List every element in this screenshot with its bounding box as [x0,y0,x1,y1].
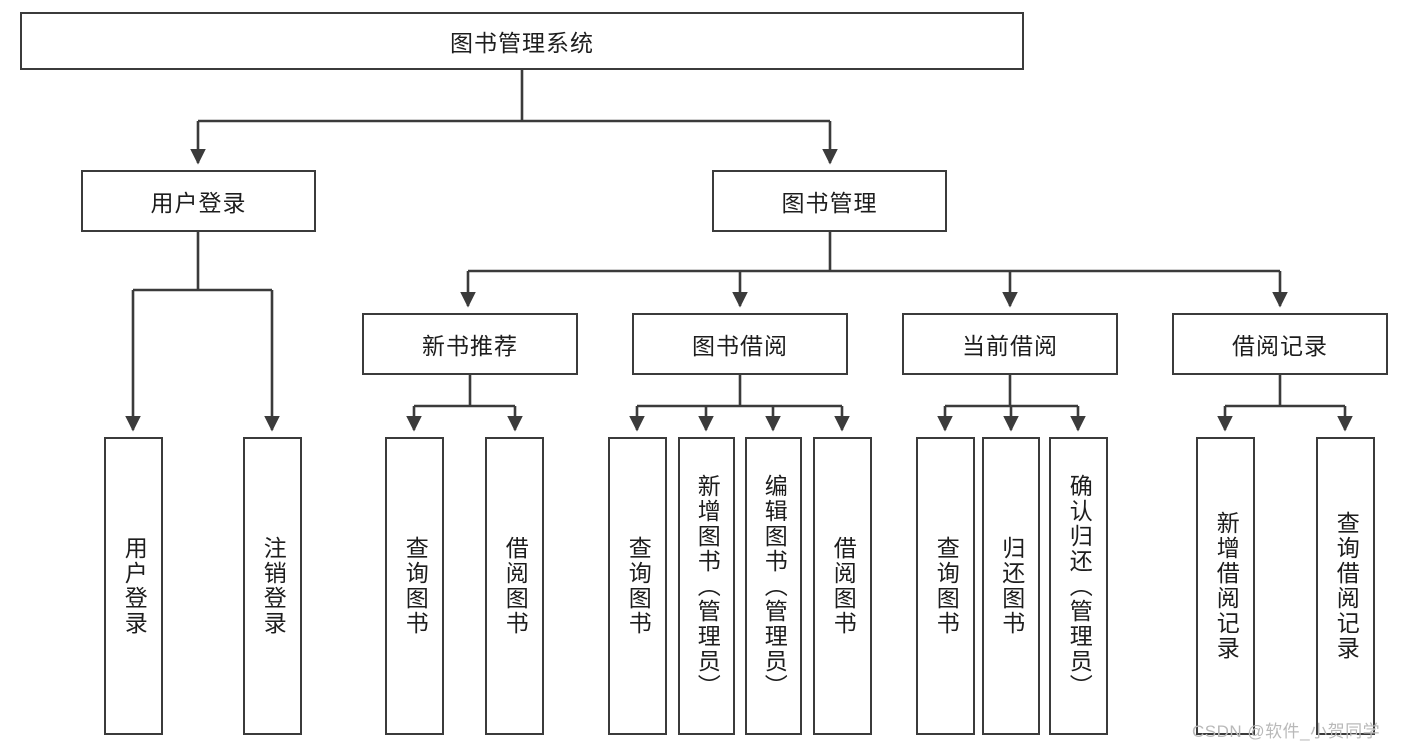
node-leaf-user-login[interactable]: 用户登录 [104,437,163,735]
node-leaf-query-book-2[interactable]: 查询图书 [608,437,667,735]
node-leaf-return-book[interactable]: 归还图书 [982,437,1040,735]
node-leaf-return-book-label: 归还图书 [998,536,1025,636]
node-book-manage-label: 图书管理 [781,190,878,216]
node-leaf-add-borrow-record[interactable]: 新增借阅记录 [1196,437,1255,735]
node-leaf-borrow-book-2-label: 借阅图书 [830,536,857,636]
node-leaf-add-book-admin-label: 新增图书（管理员） [694,473,721,699]
node-current-borrow[interactable]: 当前借阅 [902,313,1118,375]
node-root[interactable]: 图书管理系统 [20,12,1024,70]
node-leaf-query-book-1[interactable]: 查询图书 [385,437,444,735]
node-book-manage[interactable]: 图书管理 [712,170,947,232]
node-leaf-edit-book-admin-label: 编辑图书（管理员） [761,473,788,699]
csdn-watermark: CSDN @软件_小贺同学 [1192,722,1381,741]
node-leaf-query-book-2-label: 查询图书 [625,536,652,636]
node-leaf-edit-book-admin[interactable]: 编辑图书（管理员） [745,437,802,735]
node-root-label: 图书管理系统 [450,30,594,56]
node-user-login[interactable]: 用户登录 [81,170,316,232]
node-leaf-confirm-return-admin[interactable]: 确认归还（管理员） [1049,437,1108,735]
node-book-borrow[interactable]: 图书借阅 [632,313,848,375]
node-leaf-add-borrow-record-label: 新增借阅记录 [1213,511,1240,661]
node-leaf-borrow-book-1-label: 借阅图书 [502,536,529,636]
node-leaf-logout-login-label: 注销登录 [260,536,287,636]
node-leaf-logout-login[interactable]: 注销登录 [243,437,302,735]
node-leaf-borrow-book-1[interactable]: 借阅图书 [485,437,544,735]
node-leaf-confirm-return-admin-label: 确认归还（管理员） [1066,473,1093,699]
node-user-login-label: 用户登录 [150,190,247,216]
node-leaf-query-borrow-record[interactable]: 查询借阅记录 [1316,437,1375,735]
node-current-borrow-label: 当前借阅 [962,333,1058,359]
node-borrow-record-label: 借阅记录 [1232,333,1328,359]
node-leaf-query-borrow-record-label: 查询借阅记录 [1333,511,1360,661]
node-leaf-borrow-book-2[interactable]: 借阅图书 [813,437,872,735]
node-borrow-record[interactable]: 借阅记录 [1172,313,1388,375]
node-leaf-query-book-1-label: 查询图书 [402,536,429,636]
node-leaf-user-login-label: 用户登录 [121,536,148,636]
node-new-book-recommend-label: 新书推荐 [422,333,518,359]
node-leaf-query-book-3-label: 查询图书 [933,536,960,636]
node-book-borrow-label: 图书借阅 [692,333,788,359]
node-new-book-recommend[interactable]: 新书推荐 [362,313,578,375]
node-leaf-add-book-admin[interactable]: 新增图书（管理员） [678,437,735,735]
node-leaf-query-book-3[interactable]: 查询图书 [916,437,975,735]
